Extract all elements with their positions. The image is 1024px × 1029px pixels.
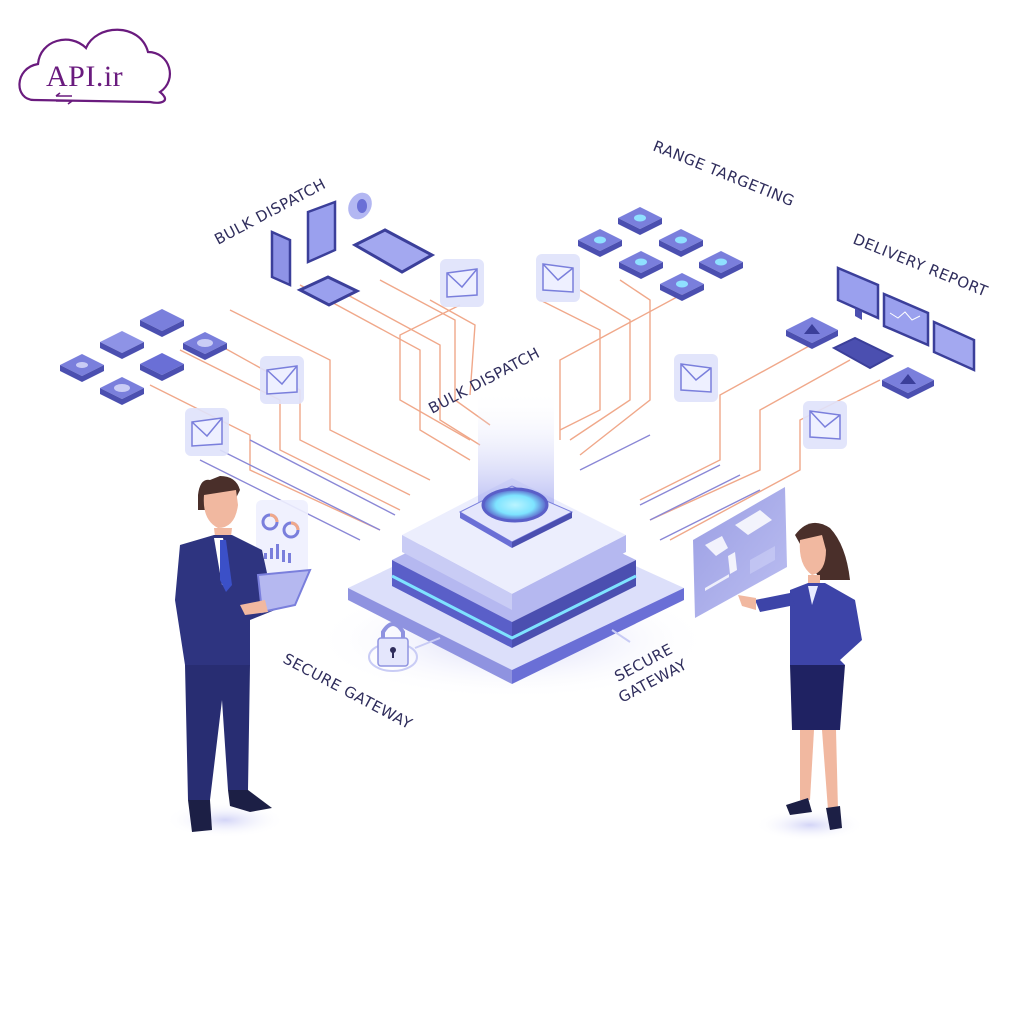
analytics-card: [256, 500, 308, 580]
play-tile-2-icon: [882, 367, 934, 399]
tablet-landscape-icon: [351, 228, 436, 274]
tablet-portrait-icon: [306, 200, 337, 264]
envelope-icon: [185, 408, 229, 456]
envelope-icon: [440, 259, 484, 307]
envelope-icon: [674, 354, 718, 402]
monitor-line-icon: [882, 292, 930, 347]
central-platform: BULK DISPATCH: [312, 344, 712, 700]
label-range-targeting: RANGE TARGETING: [651, 137, 798, 210]
small-tablet-icon: [296, 275, 361, 307]
envelopes: [185, 254, 847, 456]
monitor-blank-icon: [932, 320, 976, 372]
devices-group: BULK DISPATCH: [211, 175, 436, 307]
envelope-icon: [803, 401, 847, 449]
chat-bubble-icon: [348, 192, 372, 220]
envelope-icon: [260, 356, 304, 404]
exchange-arrows-icon: [55, 92, 73, 105]
businesswoman: [738, 522, 865, 841]
left-tiles-group: [60, 309, 227, 405]
lock-icon: [368, 622, 441, 672]
play-tile-1-icon: [786, 317, 838, 349]
logo-text: API.ir: [46, 60, 123, 93]
range-targeting-group: RANGE TARGETING: [578, 137, 797, 301]
smartphone-icon: [270, 230, 292, 287]
delivery-report-group: DELIVERY REPORT: [786, 230, 991, 399]
logo[interactable]: API.ir: [18, 28, 171, 105]
world-map-panel: [693, 487, 787, 618]
cloud-icon: [18, 28, 171, 104]
businessman: [165, 476, 312, 838]
keyboard-icon: [831, 336, 895, 370]
envelope-icon: [536, 254, 580, 302]
monitor-chart-icon: [836, 266, 880, 320]
